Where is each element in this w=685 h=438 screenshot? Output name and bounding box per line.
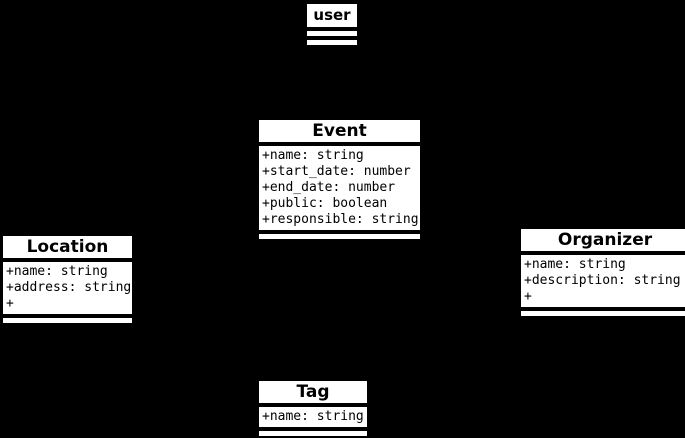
attributes-compartment-location: +name: string +address: string + [2,261,133,315]
attribute-line: +public: boolean [262,196,388,211]
class-box-event[interactable]: Event +name: string +start_date: number … [258,119,421,240]
class-title-user: user [306,3,358,28]
attribute-line: +name: string [6,264,108,279]
attributes-compartment-event: +name: string +start_date: number +end_d… [258,145,421,231]
methods-compartment-location-empty [2,317,133,324]
attribute-line: + [524,289,532,304]
attribute-line: +name: string [524,257,626,272]
class-box-user[interactable]: user [306,3,358,46]
class-title-location: Location [2,235,133,259]
methods-compartment-tag-empty [258,430,368,437]
attribute-line: +description: string [524,273,681,288]
methods-compartment-organizer-empty [520,310,685,317]
attributes-compartment-user-empty [306,30,358,37]
attribute-line: +start_date: number [262,164,411,179]
attribute-line: +end_date: number [262,180,396,195]
class-title-tag: Tag [258,380,368,404]
class-title-event: Event [258,119,421,143]
attribute-line: +responsible: string [262,212,419,227]
attribute-line: +address: string [6,280,132,295]
class-box-tag[interactable]: Tag +name: string [258,380,368,437]
attribute-line: +name: string [262,148,364,163]
methods-compartment-user-empty [306,39,358,46]
attribute-line: + [6,296,14,311]
class-title-organizer: Organizer [520,228,685,252]
methods-compartment-event-empty [258,233,421,240]
attributes-compartment-tag: +name: string [258,406,368,428]
class-box-location[interactable]: Location +name: string +address: string … [2,235,133,324]
attributes-compartment-organizer: +name: string +description: string + [520,254,685,308]
class-box-organizer[interactable]: Organizer +name: string +description: st… [520,228,685,317]
attribute-line: +name: string [262,409,364,424]
